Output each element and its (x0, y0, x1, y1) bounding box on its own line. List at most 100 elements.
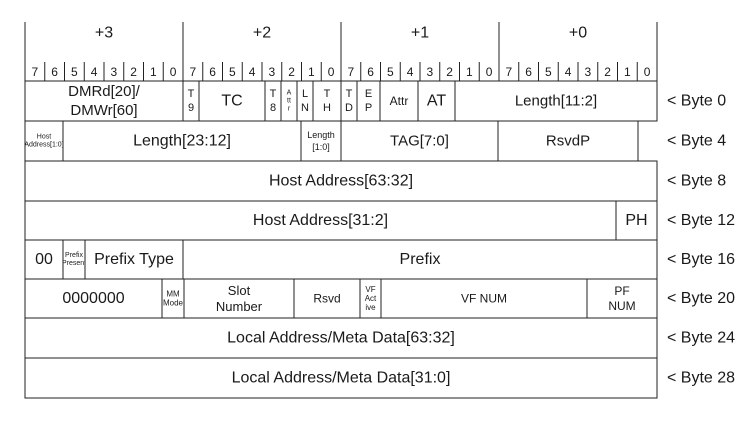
field-cell: 00 (24, 239, 64, 280)
header-row-byte-4: HostAddress[1:0]Length[23:12]Length[1:0]… (24, 120, 726, 162)
field-label: tt (287, 98, 291, 105)
field-cell: Length[23:12] (62, 120, 302, 162)
header-row-byte-12: Host Address[31:2]PH< Byte 12 (24, 200, 735, 241)
field-cell: Attr (379, 80, 419, 122)
header-row-byte-28: Local Address/Meta Data[31:0] < Byte 28 (24, 357, 735, 399)
field-label: T (188, 88, 195, 100)
bit-number-label: 1 (624, 65, 631, 79)
bit-number-label: 3 (269, 65, 276, 79)
field-label: Slot (228, 283, 251, 298)
field-label: 9 (188, 102, 194, 114)
field-label: r (288, 106, 291, 113)
field-label: Length[11:2] (515, 93, 597, 110)
field-label: E (365, 88, 372, 100)
field-label: Length[23:12] (133, 133, 231, 150)
field-label: 00 (35, 251, 53, 268)
byte-row-label: < Byte 8 (667, 173, 726, 190)
field-box (24, 120, 64, 162)
byte-row-label: < Byte 4 (667, 133, 726, 150)
field-label: MM (166, 290, 180, 299)
bit-number-label: 2 (130, 65, 137, 79)
field-label: NUM (608, 299, 635, 313)
field-cell: TC (198, 80, 266, 122)
bit-number-label: 5 (545, 65, 552, 79)
bit-number-label: 0 (644, 65, 651, 79)
field-cell: 0000000 (24, 278, 163, 319)
field-label: 0000000 (62, 290, 124, 307)
field-box (586, 278, 658, 319)
field-cell: T9 (182, 80, 200, 122)
field-label: Prefix (65, 252, 83, 259)
bit-number-label: 6 (51, 65, 58, 79)
field-label: Local Address/Meta Data[63:32] (227, 330, 455, 347)
field-label: T (346, 88, 353, 100)
header-row-byte-24: Local Address/Meta Data[63:32]< Byte 24 (24, 317, 735, 359)
field-cell: Local Address/Meta Data[31:0] (24, 357, 658, 399)
field-label: Present (62, 260, 86, 267)
field-cell: Attr (280, 80, 298, 122)
field-label: Prefix (400, 251, 441, 268)
field-label: VF NUM (461, 292, 507, 306)
field-label: PH (625, 212, 647, 229)
field-cell: Local Address/Meta Data[63:32] (24, 317, 658, 359)
field-box (300, 120, 342, 162)
field-label: Act (365, 294, 377, 303)
field-label: N (301, 102, 309, 114)
field-cell: AT (417, 80, 456, 122)
field-box (615, 200, 658, 241)
byte-row-label: < Byte 28 (667, 370, 735, 387)
bit-number-label: 6 (525, 65, 532, 79)
bit-number-label: 7 (32, 65, 39, 79)
field-cell: RsvdP (497, 120, 639, 162)
bit-number-label: 7 (506, 65, 513, 79)
field-label: AT (427, 93, 446, 110)
field-cell: DMRd[20]/DMWr[60] (24, 80, 184, 122)
field-cell: TAG[7:0] (340, 120, 499, 162)
field-box (182, 239, 658, 280)
field-cell: TH (312, 80, 342, 122)
field-cell: T8 (264, 80, 282, 122)
bit-number-label: 3 (585, 65, 592, 79)
bit-number-label: 1 (150, 65, 157, 79)
field-label: ive (365, 303, 376, 312)
field-box (183, 278, 295, 319)
bit-number-label: 1 (466, 65, 473, 79)
field-box (24, 317, 658, 359)
field-box (454, 80, 658, 122)
field-label: PF (614, 284, 629, 298)
field-box (24, 278, 163, 319)
bit-number-label: 5 (229, 65, 236, 79)
field-cell: TD (340, 80, 358, 122)
field-label: T (324, 88, 331, 100)
bit-number-label: 4 (407, 65, 414, 79)
byte-offset-label: +3 (95, 25, 113, 42)
field-cell: Length[11:2] (454, 80, 658, 122)
byte-offset-label: +1 (411, 25, 429, 42)
field-box (340, 80, 358, 122)
byte-row-label: < Byte 20 (667, 290, 735, 307)
header-row-byte-8: Host Address[63:32]< Byte 8 (24, 160, 726, 202)
byte-row-label: < Byte 0 (667, 93, 726, 110)
bit-number-label: 2 (288, 65, 295, 79)
bit-number-label: 5 (387, 65, 394, 79)
field-box (264, 80, 282, 122)
field-label: Prefix Type (94, 251, 174, 268)
field-label: T (270, 88, 277, 100)
field-label: Rsvd (313, 292, 340, 306)
bit-number-label: 1 (308, 65, 315, 79)
byte-row-label: < Byte 16 (667, 251, 735, 268)
field-label: TAG[7:0] (390, 133, 449, 150)
field-label: H (323, 102, 331, 114)
bit-number-label: 4 (249, 65, 256, 79)
field-box (84, 239, 184, 280)
field-box (379, 80, 419, 122)
field-box (24, 160, 658, 202)
